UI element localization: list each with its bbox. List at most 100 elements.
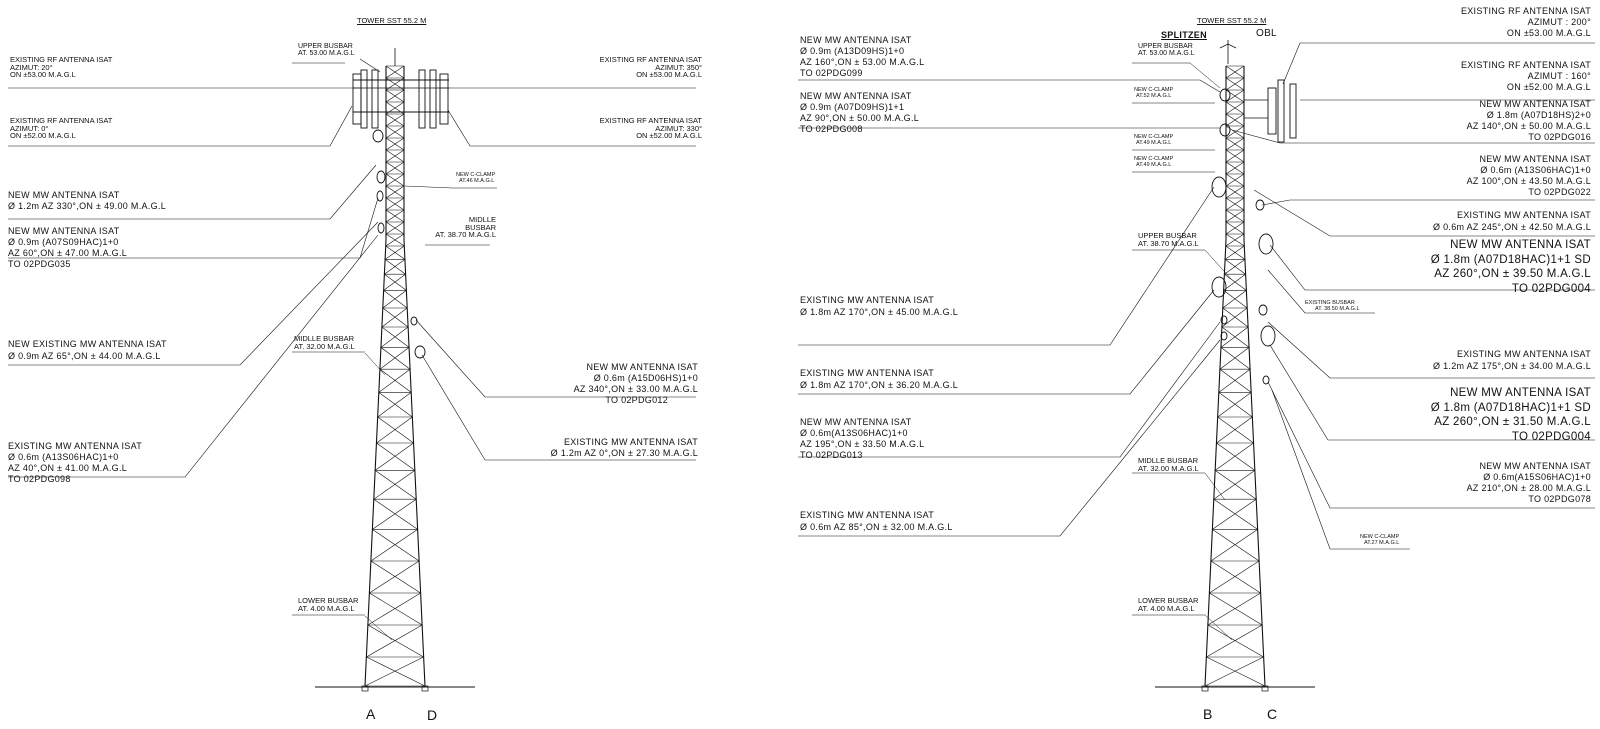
left-tower-brace <box>379 368 412 393</box>
right-tower-brace <box>1216 416 1253 444</box>
right-tower-brace <box>1218 368 1251 393</box>
left-tower-brace <box>385 185 405 199</box>
right-leg-c-label: C <box>1267 706 1278 722</box>
left-tower-brace <box>374 442 414 471</box>
left-tower-brace <box>373 498 418 530</box>
left-rf-antenna-panel <box>429 69 437 129</box>
right-tower-brace <box>1224 245 1245 260</box>
left-mw-antenna-d-label: EXISTING MW ANTENNA ISAT Ø 0.6m (A13S06H… <box>8 441 143 484</box>
right-busbar-leader <box>1204 614 1233 641</box>
right-label-r6: NEW MW ANTENNA ISAT Ø 1.8m (A07D18HAC)1+… <box>1430 239 1591 295</box>
right-tower-brace <box>1224 259 1246 275</box>
left-foot-plate-right <box>421 685 429 692</box>
left-mw-dish <box>376 170 386 184</box>
left-tower-brace <box>382 307 409 328</box>
left-busbar-leader <box>364 352 386 376</box>
right-r4-leader <box>1261 199 1595 206</box>
left-tower-brace <box>385 197 405 211</box>
right-mw-dish <box>1220 331 1228 341</box>
left-tower-brace <box>380 347 411 370</box>
right-label-r7: EXISTING MW ANTENNA ISAT Ø 1.2m AZ 175°,… <box>1433 349 1591 371</box>
right-rf-antenna-panel <box>1289 83 1297 139</box>
right-r6-leader <box>1269 244 1595 291</box>
right-label-l1: NEW MW ANTENNA ISAT Ø 0.9m (A13D09HS)1+0… <box>800 35 925 78</box>
left-rf330-leader <box>447 109 696 147</box>
left-mw-antenna-c-label: NEW EXISTING MW ANTENNA ISAT Ø 0.9m AZ 6… <box>8 339 167 361</box>
right-leg-b-label: B <box>1203 706 1213 722</box>
right-tower-brace <box>1213 498 1258 530</box>
left-tower-brace <box>385 125 405 139</box>
right-mw-dish <box>1211 276 1227 298</box>
right-tower-brace <box>1225 197 1245 211</box>
right-foot-plate-left <box>1201 685 1209 692</box>
right-tower-brace <box>1206 624 1263 658</box>
left-tower-brace <box>370 560 421 594</box>
left-tower-brace <box>381 326 410 348</box>
left-busbar-leader <box>364 615 393 641</box>
left-tower-brace <box>385 209 405 223</box>
right-mw-dish <box>1220 315 1228 325</box>
left-tower-brace <box>369 560 420 594</box>
right-mw-dish <box>1255 199 1265 211</box>
left-tower-brace <box>372 529 420 562</box>
right-tower-brace <box>1225 65 1245 79</box>
right-l3-leader <box>798 186 1215 346</box>
left-tower-brace <box>377 416 414 444</box>
right-label-l4: EXISTING MW ANTENNA ISAT Ø 1.8m AZ 170°,… <box>800 368 958 390</box>
right-l1-leader <box>798 79 1221 93</box>
left-tower-brace <box>373 470 416 500</box>
right-foot-plate-right <box>1261 685 1269 692</box>
left-rf-antenna-330-label: EXISTING RF ANTENNA ISAT AZIMUT: 330° ON… <box>599 116 702 140</box>
right-tower-brace <box>1221 326 1250 348</box>
right-clamp-49a-label: NEW C-CLAMP AT.49 M.A.G.L <box>1134 134 1174 146</box>
left-tower-brace <box>380 326 409 348</box>
left-tower-brace <box>378 392 413 418</box>
right-label-r4: NEW MW ANTENNA ISAT Ø 0.6m (A13S06HAC)1+… <box>1466 154 1591 197</box>
left-tower-brace <box>377 392 412 418</box>
left-rf-antenna-panel <box>360 69 368 129</box>
right-tower-brace <box>1217 392 1252 418</box>
left-tower-brace <box>384 245 405 260</box>
right-obl-label: OBL <box>1256 28 1277 39</box>
left-tower-brace <box>374 470 417 500</box>
right-tower-brace <box>1218 392 1253 418</box>
right-tower-brace <box>1209 560 1260 594</box>
right-tower-brace <box>1219 347 1250 370</box>
left-mw-dish <box>376 190 384 202</box>
left-tower-brace <box>383 290 408 309</box>
left-upper-busbar-label: UPPER BUSBAR AT. 53.00 M.A.G.L <box>298 43 355 57</box>
right-busbar-leader <box>1204 249 1233 281</box>
right-clamp27-leader <box>1271 389 1410 550</box>
right-busbar3850-leader <box>1267 269 1375 314</box>
left-tower-brace <box>384 259 406 275</box>
left-tower-brace <box>385 161 405 175</box>
left-tower-brace <box>385 233 405 247</box>
right-tower-brace <box>1225 245 1246 260</box>
left-tower-brace <box>381 307 408 328</box>
right-clamp-27-label: NEW C-CLAMP AT.27 M.A.G.L <box>1360 534 1400 546</box>
left-tower-brace <box>364 656 424 687</box>
left-tower-brace <box>376 442 416 471</box>
left-tower-brace <box>385 113 405 127</box>
left-middle-busbar-1-label: MIDLLE BUSBAR AT. 38.70 M.A.G.L <box>435 215 496 239</box>
left-tower-brace <box>385 137 405 151</box>
left-foot-plate-left <box>361 685 369 692</box>
right-tower-leg-right <box>1243 66 1266 687</box>
right-r8-leader <box>1269 344 1595 441</box>
right-tower-brace <box>1225 137 1245 151</box>
left-tower-leg-right <box>403 66 426 687</box>
left-rf-antenna-350-label: EXISTING RF ANTENNA ISAT AZIMUT: 350° ON… <box>599 55 702 79</box>
right-mw-dish <box>1262 375 1270 385</box>
right-busbar-leader <box>1204 472 1226 501</box>
left-mw-dish <box>414 345 426 359</box>
right-clamp-49b-label: NEW C-CLAMP AT.49 M.A.G.L <box>1134 156 1174 168</box>
right-tower-brace <box>1207 592 1261 626</box>
left-mw-dish <box>377 222 385 234</box>
left-c-clamp-label: NEW C-CLAMP AT.46 M.A.G.L <box>456 172 496 184</box>
right-tower-brace <box>1217 416 1254 444</box>
right-tower-brace <box>1212 529 1260 562</box>
right-tower-brace <box>1225 89 1245 103</box>
left-tower-brace <box>366 656 426 687</box>
right-tower-brace <box>1223 273 1246 291</box>
left-mw-antenna-e-label: NEW MW ANTENNA ISAT Ø 0.6m (A15D06HS)1+0… <box>573 362 698 405</box>
